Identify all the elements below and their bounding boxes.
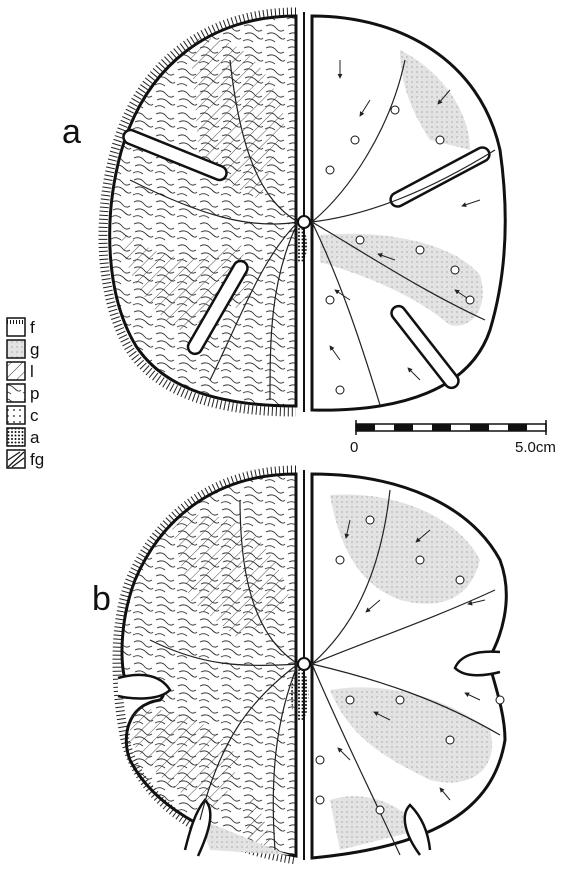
legend-label-f: f [30, 318, 35, 337]
legend: f g l p c a fg [7, 318, 44, 469]
legend-label-fg: fg [30, 450, 44, 469]
legend-item-f: f [7, 318, 35, 337]
legend-label-c: c [30, 406, 39, 425]
scale-bar: 0 5.0cm [350, 420, 556, 456]
legend-item-p: p [7, 384, 39, 403]
panel-b: b [92, 470, 506, 860]
scale-end-label: 5.0cm [515, 439, 556, 456]
scale-start-label: 0 [350, 439, 358, 456]
panel-a-mouth [298, 216, 310, 228]
legend-item-g: g [7, 340, 39, 359]
legend-item-c: c [7, 406, 39, 425]
legend-item-l: l [7, 362, 34, 381]
panel-b-anus-dots [291, 669, 309, 721]
panel-b-letter: b [92, 580, 111, 618]
legend-item-fg: fg [7, 450, 44, 469]
legend-label-l: l [30, 362, 34, 381]
legend-item-a: a [7, 428, 40, 447]
legend-label-a: a [30, 428, 40, 447]
legend-label-g: g [30, 340, 39, 359]
legend-label-p: p [30, 384, 39, 403]
panel-a: a [62, 12, 505, 412]
panel-a-letter: a [62, 113, 81, 151]
panel-b-mouth [298, 658, 310, 670]
